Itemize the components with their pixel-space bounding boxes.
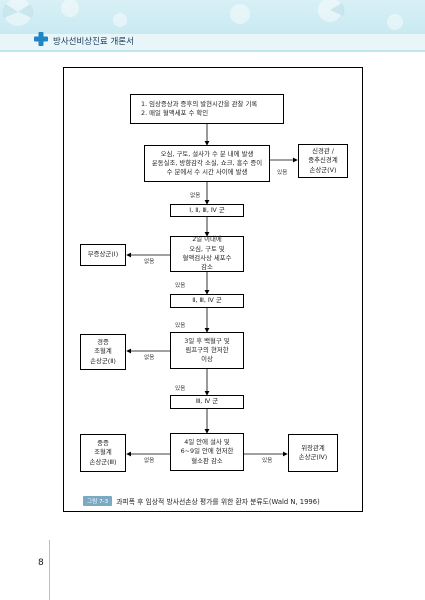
mild-line-2: 조혈계	[94, 347, 112, 356]
neuro-line-2: 중추신경계	[308, 156, 338, 165]
severe-line-3: 손상군(Ⅲ)	[89, 457, 117, 466]
gastrointestinal-injury-box: 위장관계 손상군(Ⅳ)	[288, 434, 338, 472]
label-yes-3: 있음	[175, 323, 186, 329]
class-2-4-text: Ⅱ, Ⅲ, Ⅳ 군	[192, 296, 222, 305]
severe-hematopoietic-injury-box: 중증 조혈계 손상군(Ⅲ)	[80, 434, 126, 472]
label-yes-gi: 있음	[262, 458, 273, 464]
header-title-sub: 개론서	[110, 37, 134, 47]
label-no-1: 없음	[190, 193, 201, 199]
day4-line-2: 6~9일 안에 현저한	[180, 447, 234, 456]
label-yes-4: 있음	[175, 386, 186, 392]
day2-line-1: 2일 이내에	[192, 235, 222, 244]
mild-line-3: 손상군(Ⅱ)	[90, 356, 116, 365]
figure-caption: 그림 7-3 과피폭 후 임상적 방사선손상 평가를 위한 환자 분류도(Wal…	[83, 496, 320, 506]
class-3-4-text: Ⅲ, Ⅳ 군	[195, 397, 219, 406]
figure-number-tag: 그림 7-3	[83, 496, 113, 506]
day4-diarrhea-platelet-box: 4일 안에 설사 및 6~9일 안에 현저한 혈소판 감소	[170, 433, 244, 471]
mild-hematopoietic-injury-box: 경증 조혈계 손상군(Ⅱ)	[80, 334, 126, 370]
header-title-strip	[0, 34, 425, 50]
figure-caption-text: 과피폭 후 임상적 방사선손상 평가를 위한 환자 분류도(Wald N, 19…	[116, 498, 320, 506]
day4-line-1: 4일 안에 설사 및	[184, 438, 230, 447]
gi-line-1: 위장관계	[301, 443, 325, 452]
instruction-line-1: 1. 임상증상과 증후의 발현시간을 관찰 기록	[141, 99, 258, 108]
day3-line-1: 3일 후 백혈구 및	[184, 336, 230, 345]
gi-line-2: 손상군(Ⅳ)	[298, 453, 328, 461]
header-title-main: 방사선비상진료	[53, 37, 108, 47]
class-2-4-box: Ⅱ, Ⅲ, Ⅳ 군	[170, 294, 244, 308]
mild-line-1: 경증	[97, 338, 109, 347]
class-3-4-box: Ⅲ, Ⅳ 군	[170, 395, 244, 409]
label-no-asymptomatic: 없음	[144, 259, 155, 265]
day4-line-3: 혈소판 감소	[191, 456, 223, 465]
severe-line-2: 조혈계	[94, 448, 112, 457]
day3-lymphocyte-box: 3일 후 백혈구 및 림프구의 현저한 이상	[170, 332, 244, 369]
observation-instructions-box: 1. 임상증상과 증후의 발현시간을 관찰 기록 2. 매일 혈액세포 수 확인	[130, 94, 284, 124]
symptom-line-2: 운동실조, 방향감각 소실, 쇼크, 흥수 증이	[151, 158, 263, 167]
asymptomatic-group-box: 무증상군(Ⅰ)	[80, 244, 126, 266]
neurovascular-cns-injury-box: 신경관 / 중추신경계 손상군(Ⅴ)	[298, 144, 348, 178]
margin-rule	[49, 540, 50, 600]
asymptomatic-text: 무증상군(Ⅰ)	[87, 250, 119, 259]
day2-symptoms-box: 2일 이내에 오심, 구토 및 혈액검사상 세포수 감소	[170, 235, 244, 272]
label-yes-2: 있음	[175, 283, 186, 289]
radiation-pattern-background	[2, 0, 403, 30]
symptom-line-3: 수 분에서 수 시간 사이에 발생	[166, 168, 248, 177]
page-header-title: 방사선비상진료 개론서	[53, 35, 134, 47]
early-symptoms-box: 오심, 구토, 설사가 수 분 내에 발생 운동실조, 방향감각 소실, 쇼크,…	[144, 145, 270, 182]
day2-line-3: 혈액검사상 세포수	[182, 254, 232, 262]
label-yes-neuro: 있음	[277, 170, 288, 176]
label-no-severe: 없음	[144, 458, 155, 464]
class-1-4-box: Ⅰ, Ⅱ, Ⅲ, Ⅳ 군	[170, 204, 244, 217]
day2-line-4: 감소	[201, 263, 213, 272]
neuro-line-3: 손상군(Ⅴ)	[309, 165, 337, 174]
page-number: 8	[38, 558, 44, 568]
class-1-4-text: Ⅰ, Ⅱ, Ⅲ, Ⅳ 군	[189, 205, 225, 214]
neuro-line-1: 신경관 /	[312, 147, 334, 156]
medical-cross-icon	[34, 32, 48, 46]
severe-line-1: 중증	[97, 439, 109, 448]
instruction-line-2: 2. 매일 혈액세포 수 확인	[141, 109, 209, 117]
symptom-line-1: 오심, 구토, 설사가 수 분 내에 발생	[160, 149, 254, 158]
day3-line-3: 이상	[201, 355, 213, 364]
day3-line-2: 림프구의 현저한	[185, 345, 229, 354]
day2-line-2: 오심, 구토 및	[189, 244, 225, 253]
label-no-mild: 없음	[144, 355, 155, 361]
